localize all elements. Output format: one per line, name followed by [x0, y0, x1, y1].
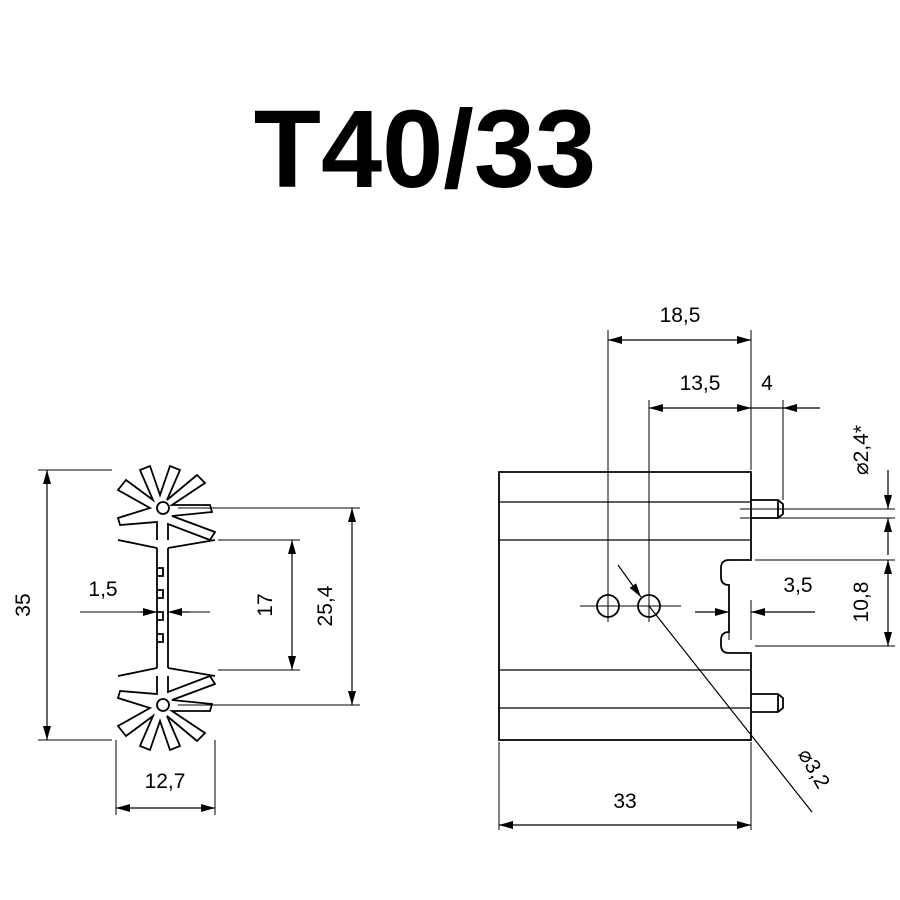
profile-fins-top [116, 464, 217, 542]
dim-slot-depth: 3,5 [783, 574, 812, 597]
profile-teeth [157, 567, 164, 643]
dim-pin-diameter: ⌀2,4* [850, 425, 873, 475]
mount-hole-top [156, 501, 170, 515]
dim-13-5: 13,5 [680, 372, 721, 395]
dim-wall-thickness: 1,5 [88, 578, 117, 601]
dim-height-total: 35 [12, 593, 35, 616]
page-title: T40/33 [253, 88, 597, 211]
profile-view [38, 464, 360, 815]
side-fin-lines [499, 501, 751, 709]
dim-base-width: 12,7 [145, 770, 186, 793]
profile-flange-bottom [117, 667, 216, 677]
dim-pin-offset: 4 [761, 372, 773, 395]
side-view [498, 330, 895, 830]
dim-slot-height: 10,8 [850, 582, 873, 623]
dim-inner-height: 17 [254, 593, 277, 616]
dim-hole-diameter: ⌀3,2 [793, 745, 834, 793]
profile-fins-bottom [116, 674, 217, 752]
profile-flange-top [117, 539, 216, 549]
hole-leader [648, 605, 813, 813]
dim-18-5: 18,5 [660, 304, 701, 327]
dim-hole-spacing: 25,4 [314, 585, 337, 626]
pin-bottom [751, 693, 784, 713]
profile-web [156, 548, 169, 668]
dim-length: 33 [613, 790, 636, 813]
mount-hole-bottom [156, 698, 170, 712]
